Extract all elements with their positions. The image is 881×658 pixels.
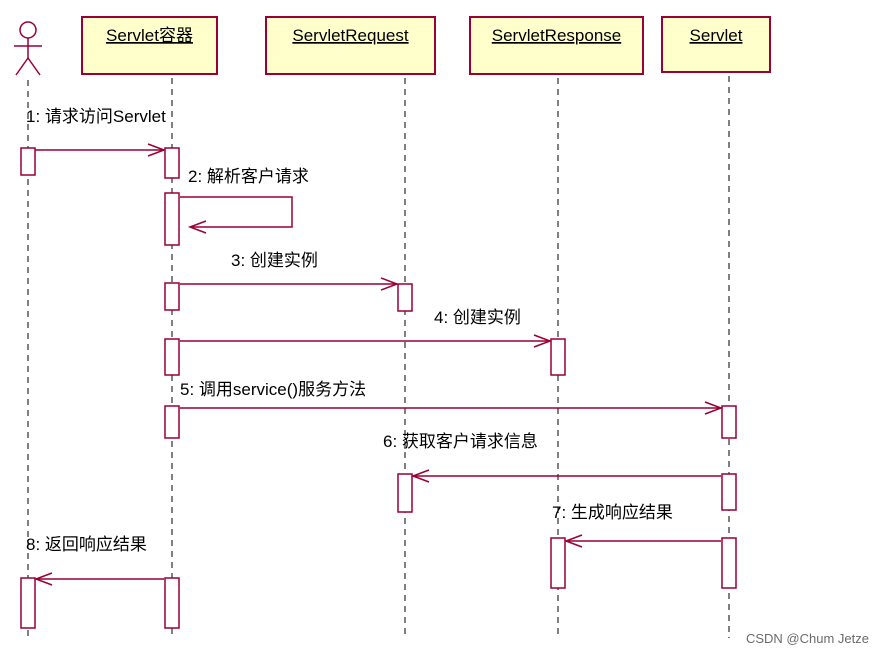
watermark: CSDN @Chum Jetze (745, 631, 869, 646)
arrow-head (33, 572, 53, 586)
message-label: 5: 调用service()服务方法 (180, 380, 366, 399)
participant-box-container (81, 16, 218, 75)
activation-bar (164, 282, 180, 311)
arrow-head (380, 277, 400, 291)
participant-box-servlet (661, 16, 771, 73)
arrow-head (147, 143, 167, 157)
arrow-head (410, 469, 430, 483)
activation-bar (164, 147, 180, 179)
activation-bar (721, 537, 737, 589)
arrow-head (704, 401, 724, 415)
activation-bar (164, 405, 180, 439)
activation-bar (164, 338, 180, 376)
activation-bar (397, 283, 413, 312)
activation-bar (164, 192, 180, 246)
message-label: 1: 请求访问Servlet (26, 107, 166, 126)
arrow-head (563, 534, 583, 548)
actor-leg-right (27, 57, 41, 76)
message-line-self (180, 196, 293, 228)
actor-head (19, 21, 37, 39)
message-label: 8: 返回响应结果 (26, 535, 147, 554)
activation-bar (20, 577, 36, 629)
activation-bar (550, 338, 566, 376)
message-label: 2: 解析客户请求 (188, 167, 309, 186)
message-label: 6: 获取客户请求信息 (383, 432, 538, 451)
activation-bar (397, 473, 413, 513)
message-label: 4: 创建实例 (434, 308, 521, 327)
activation-bar (164, 577, 180, 629)
activation-bar (20, 147, 36, 176)
participant-label-response: ServletResponse (492, 26, 621, 45)
arrow-head (533, 334, 553, 348)
activation-bar (721, 405, 737, 439)
activation-bar (721, 473, 737, 511)
participant-box-response (469, 16, 644, 75)
message-label: 7: 生成响应结果 (552, 503, 673, 522)
arrow-head (187, 220, 207, 234)
participant-label-container: Servlet容器 (106, 26, 193, 45)
participant-box-request (265, 16, 436, 75)
participant-label-request: ServletRequest (292, 26, 409, 45)
actor-leg-left (15, 57, 29, 76)
message-label: 3: 创建实例 (231, 251, 318, 270)
participant-label-servlet: Servlet (690, 26, 743, 45)
activation-bar (550, 537, 566, 589)
